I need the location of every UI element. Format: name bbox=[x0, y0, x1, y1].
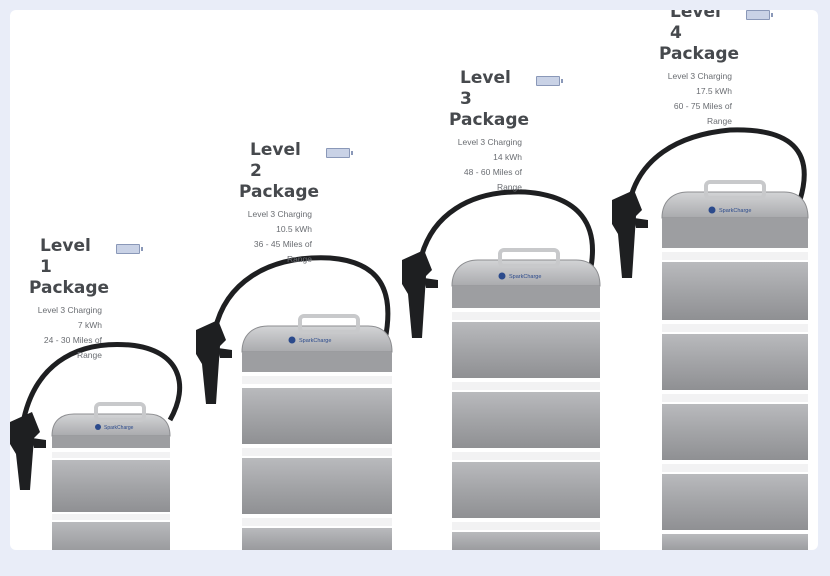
package-level-1: Level 1 Package Level 3 Charging 7 kWh 2… bbox=[10, 236, 110, 363]
charger-unit-level-1: SparkCharge bbox=[10, 341, 183, 550]
package-range-unit: Range bbox=[706, 116, 732, 126]
sparkcharge-logo-icon: SparkCharge bbox=[95, 424, 134, 431]
battery-module bbox=[662, 534, 808, 550]
battery-module bbox=[662, 404, 808, 460]
package-title: Level 4 bbox=[670, 10, 721, 43]
battery-module bbox=[452, 392, 600, 448]
charger-unit-level-4: SparkCharge bbox=[612, 127, 809, 550]
charging-cable bbox=[212, 255, 391, 341]
handle bbox=[298, 314, 360, 334]
package-range-unit: Range bbox=[496, 182, 522, 192]
svg-text:SparkCharge: SparkCharge bbox=[719, 208, 751, 214]
battery-module bbox=[452, 532, 600, 550]
battery-module bbox=[662, 262, 808, 320]
charging-connector-icon bbox=[196, 320, 232, 404]
package-range: 36 - 45 Miles of bbox=[253, 239, 312, 249]
battery-module bbox=[662, 218, 808, 248]
package-range: 60 - 75 Miles of bbox=[673, 101, 732, 111]
svg-text:SparkCharge: SparkCharge bbox=[299, 338, 331, 344]
package-level-2: Level 2 Package Level 3 Charging 10.5 kW… bbox=[202, 140, 320, 267]
battery-module bbox=[452, 286, 600, 308]
package-level-4: Level 4 Package Level 3 Charging 17.5 kW… bbox=[622, 10, 740, 129]
charger-unit-level-2: SparkCharge bbox=[196, 255, 393, 550]
package-charging-type: Level 3 Charging bbox=[247, 209, 312, 219]
battery-module bbox=[242, 388, 392, 444]
lid bbox=[451, 259, 601, 287]
package-range: 24 - 30 Miles of bbox=[43, 335, 102, 345]
battery-module bbox=[52, 522, 170, 550]
package-range-unit: Range bbox=[76, 350, 102, 360]
svg-text:SparkCharge: SparkCharge bbox=[104, 425, 134, 431]
package-capacity: 14 kWh bbox=[493, 152, 522, 162]
charging-cable bbox=[21, 341, 183, 422]
package-subtitle: Package bbox=[659, 44, 740, 64]
package-capacity: 7 kWh bbox=[77, 320, 102, 330]
handle bbox=[498, 248, 560, 268]
charging-connector-icon bbox=[612, 190, 648, 278]
charger-unit-level-3: SparkCharge bbox=[402, 189, 601, 550]
battery-module bbox=[242, 528, 392, 550]
sparkcharge-logo-icon: SparkCharge bbox=[708, 206, 751, 214]
package-range-unit: Range bbox=[286, 254, 312, 264]
battery-icon bbox=[326, 148, 353, 158]
package-level-3: Level 3 Package Level 3 Charging 14 kWh … bbox=[412, 68, 530, 195]
battery-icon bbox=[536, 76, 563, 86]
package-charging-type: Level 3 Charging bbox=[457, 137, 522, 147]
package-capacity: 17.5 kWh bbox=[696, 86, 732, 96]
battery-module bbox=[662, 474, 808, 530]
handle bbox=[94, 402, 146, 422]
lid bbox=[661, 191, 809, 219]
content-card: SparkCharge SparkCharge bbox=[10, 10, 818, 550]
battery-module bbox=[662, 334, 808, 390]
charging-connector-icon bbox=[10, 412, 46, 490]
charger-illustration: SparkCharge SparkCharge bbox=[10, 127, 809, 550]
battery-module bbox=[452, 322, 600, 378]
battery-module bbox=[242, 352, 392, 372]
svg-text:SparkCharge: SparkCharge bbox=[509, 274, 541, 280]
package-subtitle: Package bbox=[239, 182, 320, 202]
handle bbox=[704, 180, 766, 200]
battery-module bbox=[52, 460, 170, 512]
charging-cable bbox=[627, 127, 807, 201]
sparkcharge-logo-icon: SparkCharge bbox=[498, 272, 541, 280]
package-range: 48 - 60 Miles of bbox=[463, 167, 522, 177]
battery-icon bbox=[116, 244, 143, 254]
package-charging-type: Level 3 Charging bbox=[37, 305, 102, 315]
charging-connector-icon bbox=[402, 250, 438, 338]
package-subtitle: Package bbox=[29, 278, 110, 298]
battery-icon bbox=[746, 10, 773, 20]
battery-module bbox=[452, 462, 600, 518]
package-title: Level 2 bbox=[250, 140, 301, 181]
package-capacity: 10.5 kWh bbox=[276, 224, 312, 234]
package-charging-type: Level 3 Charging bbox=[667, 71, 732, 81]
battery-module bbox=[242, 458, 392, 514]
package-title: Level 1 bbox=[40, 236, 91, 277]
battery-module bbox=[52, 436, 170, 448]
charging-cable bbox=[417, 189, 595, 273]
sparkcharge-logo-icon: SparkCharge bbox=[288, 336, 331, 344]
package-title: Level 3 bbox=[460, 68, 511, 109]
package-subtitle: Package bbox=[449, 110, 530, 130]
